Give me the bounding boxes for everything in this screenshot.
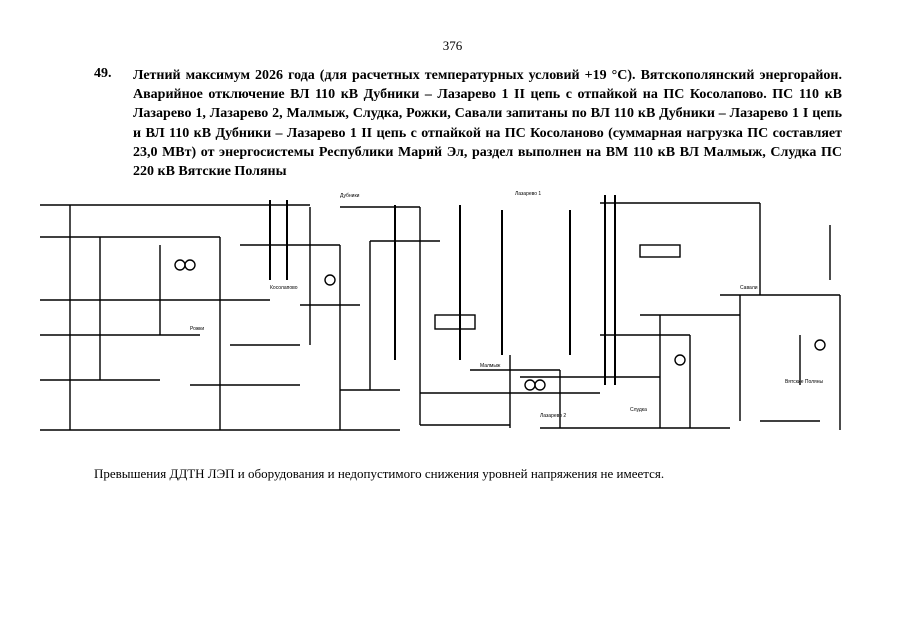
node-label-lazarevo2: Лазарево 2 — [540, 413, 566, 419]
conclusion-note: Превышения ДДТН ЛЭП и оборудования и нед… — [94, 466, 665, 481]
node-label-sludka: Слудка — [630, 407, 647, 413]
node-label-malmyzh: Малмыж — [480, 363, 501, 369]
page-number: 376 — [442, 38, 463, 53]
node-label-vyatskie-polyany: Вятские Поляны — [785, 379, 824, 385]
item-number: 49. — [94, 66, 112, 81]
node-label-lazarevo1: Лазарево 1 — [515, 191, 541, 197]
node-label-kosolapovo: Косолапово — [270, 285, 298, 291]
section-heading: 49. Летний максимум 2026 года (для расче… — [94, 66, 842, 181]
node-label-rozhki: Рожки — [190, 326, 204, 332]
power-grid-scheme: Дубники Лазарево 1 Лазарево 2 Косолапово… — [40, 191, 841, 431]
item-text: Летний максимум 2026 года (для расчетных… — [133, 68, 842, 180]
node-label-savali: Савали — [740, 285, 758, 291]
node-label-dubniki: Дубники — [340, 193, 360, 199]
